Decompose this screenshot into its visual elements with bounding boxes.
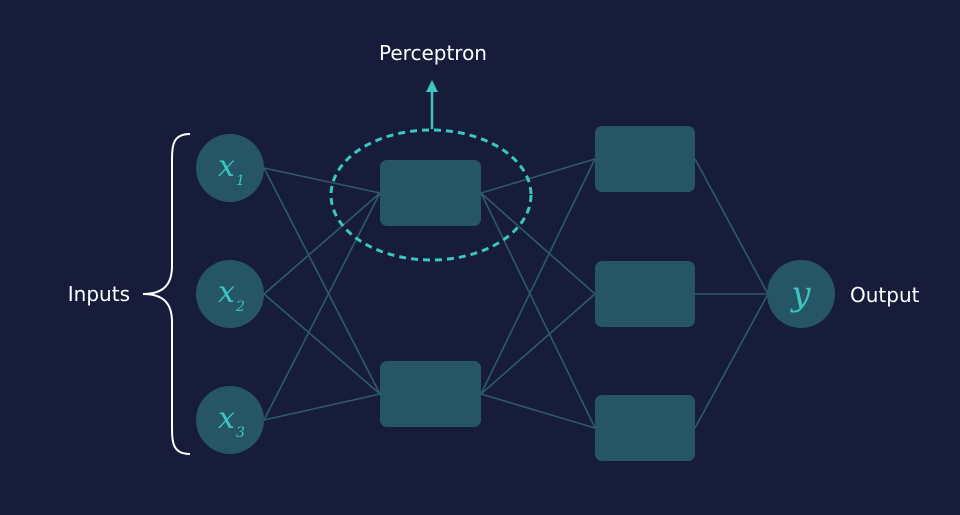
edge-x1-h1a — [263, 167, 381, 194]
hidden1-node-2 — [380, 361, 481, 427]
edge-h2c-y — [694, 293, 769, 429]
edge-h1b-h2b — [480, 293, 596, 395]
input-symbol: x — [218, 401, 235, 436]
edge-x3-h1a — [263, 192, 381, 421]
edge-h2a-y — [694, 158, 769, 295]
hidden2-node-2 — [595, 261, 695, 327]
input-node-x3: x 3 — [196, 386, 264, 454]
edge-x2-h1a — [263, 192, 381, 295]
output-symbol: y — [789, 274, 811, 314]
input-node-x1: x 1 — [196, 134, 264, 202]
edge-h1b-h2c — [480, 393, 596, 429]
input-node-x2: x 2 — [196, 260, 264, 328]
input-symbol: x — [218, 275, 235, 310]
hidden2-node-1 — [595, 126, 695, 192]
input-layer: x 1 x 2 x 3 — [196, 134, 264, 454]
edge-h1b-h2a — [480, 158, 596, 395]
output-label: Output — [850, 283, 920, 307]
connections — [263, 158, 769, 429]
input-subscript: 2 — [235, 299, 245, 315]
hidden-layer-1 — [380, 160, 481, 427]
edge-x3-h1b — [263, 393, 381, 421]
hidden2-node-3 — [595, 395, 695, 461]
output-node: y — [767, 260, 835, 328]
input-subscript: 1 — [236, 173, 245, 189]
edge-h1a-h2a — [480, 158, 596, 194]
edge-x1-h1b — [263, 167, 381, 395]
curly-brace-icon — [142, 133, 191, 455]
arrow-up-icon — [426, 80, 438, 92]
inputs-label: Inputs — [68, 282, 130, 306]
edge-h1a-h2b — [480, 192, 596, 295]
input-symbol: x — [218, 149, 235, 184]
edge-h1a-h2c — [480, 192, 596, 429]
perceptron-highlight: Perceptron — [329, 41, 533, 262]
edge-x2-h1b — [263, 293, 381, 395]
inputs-group: Inputs — [68, 133, 191, 455]
perceptron-label: Perceptron — [379, 41, 487, 65]
input-subscript: 3 — [236, 425, 245, 441]
perceptron-dashed-ellipse — [329, 128, 533, 262]
hidden-layer-2 — [595, 126, 695, 461]
hidden1-node-1 — [380, 160, 481, 226]
